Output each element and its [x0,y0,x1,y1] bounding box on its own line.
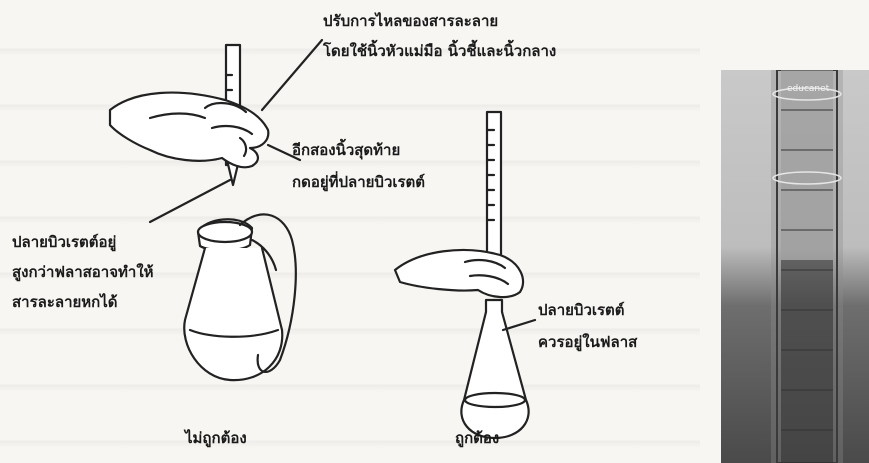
pointer-line [503,320,535,330]
label-adjust-flow: ปรับการไหลของสารละลาย โดยใช้นิ้วหัวแม่มื… [323,11,556,61]
label-line: ปลายบิวเรตต์ [538,300,637,320]
label-tip-too-high: ปลายบิวเรตต์อยู่ สูงกว่าฟลาสอาจทำให้ สาร… [12,232,154,312]
photo-watermark: educanet [787,84,829,94]
caption-correct: ถูกต้อง [455,428,499,448]
label-line: สารละลายหกได้ [12,292,154,312]
label-grip: อีกสองนิ้วสุดท้าย กดอยู่ที่ปลายบิวเรตต์ [292,140,425,192]
hand-adjusting-burette [110,45,268,185]
label-line: โดยใช้นิ้วหัวแม่มือ นิ้วชี้และนิ้วกลาง [323,41,556,61]
label-line: ควรอยู่ในฟลาส [538,332,637,352]
label-line: กดอยู่ที่ปลายบิวเรตต์ [292,172,425,192]
pointer-line [150,180,230,222]
hand-holding-flask-wrong [184,214,296,380]
label-line: อีกสองนิ้วสุดท้าย [292,140,425,160]
label-line: ปลายบิวเรตต์อยู่ [12,232,154,252]
pointer-line [262,40,322,110]
burette-photo-drawing [721,70,869,463]
label-line: ปรับการไหลของสารละลาย [323,11,556,31]
label-line: สูงกว่าฟลาสอาจทำให้ [12,262,154,282]
caption-wrong: ไม่ถูกต้อง [185,428,247,448]
label-tip-in-flask: ปลายบิวเรตต์ ควรอยู่ในฟลาส [538,300,637,352]
burette-photo: educanet [721,70,869,463]
